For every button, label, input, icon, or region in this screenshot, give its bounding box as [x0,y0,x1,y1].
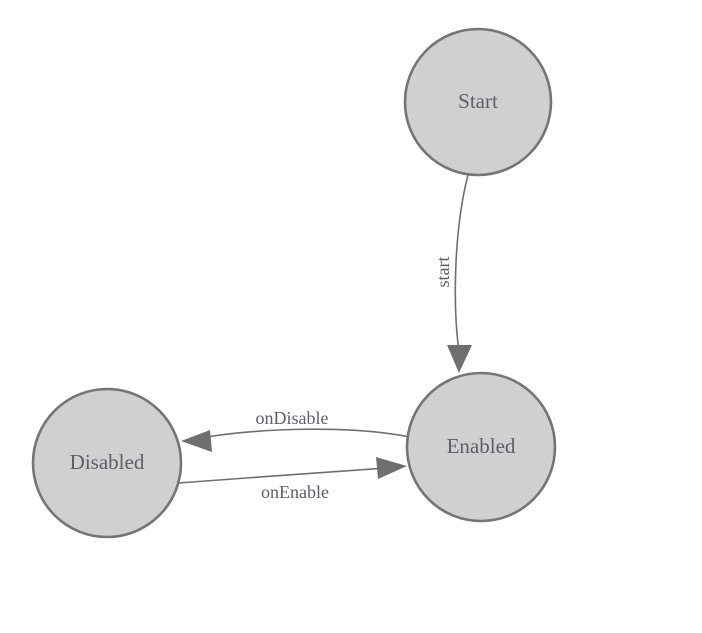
edge-disabled-to-enabled[interactable]: onEnable [177,457,407,502]
node-start-circle[interactable] [403,27,553,177]
node-enabled-circle[interactable] [405,371,557,523]
node-enabled-label: Enabled [447,434,516,458]
node-enabled[interactable]: Enabled [405,371,557,523]
nodes-layer: Start Enabled Disabled [31,27,557,539]
node-start-label: Start [458,89,498,113]
edge-line [177,467,388,484]
edge-line [454,174,469,353]
arrowhead-icon [376,457,407,479]
edge-start-to-enabled[interactable]: start [433,174,472,373]
node-start[interactable]: Start [403,27,553,177]
arrowhead-icon [447,345,472,373]
arrowhead-icon [181,430,212,452]
node-disabled-circle[interactable] [31,387,183,539]
edges-layer: start onDisable onEnable [177,174,472,502]
edge-label-onenable: onEnable [261,482,329,502]
edge-line [199,428,411,439]
edge-enabled-to-disabled[interactable]: onDisable [181,408,411,452]
edge-label-ondisable: onDisable [256,408,329,428]
node-disabled[interactable]: Disabled [31,387,183,539]
edge-label-start: start [433,257,453,288]
node-disabled-label: Disabled [70,450,145,474]
